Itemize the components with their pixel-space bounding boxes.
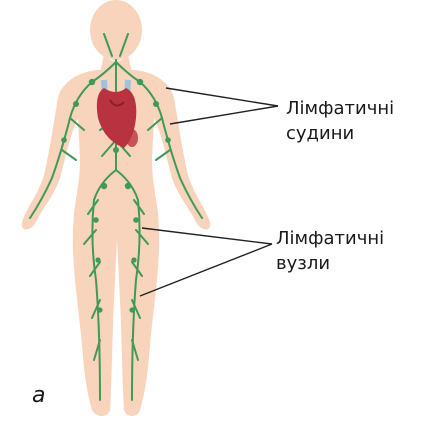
label-vessels-line2: судини	[286, 121, 394, 146]
label-vessels-line1: Лімфатичні	[286, 96, 394, 121]
label-nodes-line1: Лімфатичні	[276, 226, 384, 251]
panel-letter: а	[32, 383, 45, 408]
label-lymph-vessels: Лімфатичні судини	[286, 96, 394, 146]
label-lymph-nodes: Лімфатичні вузли	[276, 226, 384, 276]
label-nodes-line2: вузли	[276, 251, 384, 276]
